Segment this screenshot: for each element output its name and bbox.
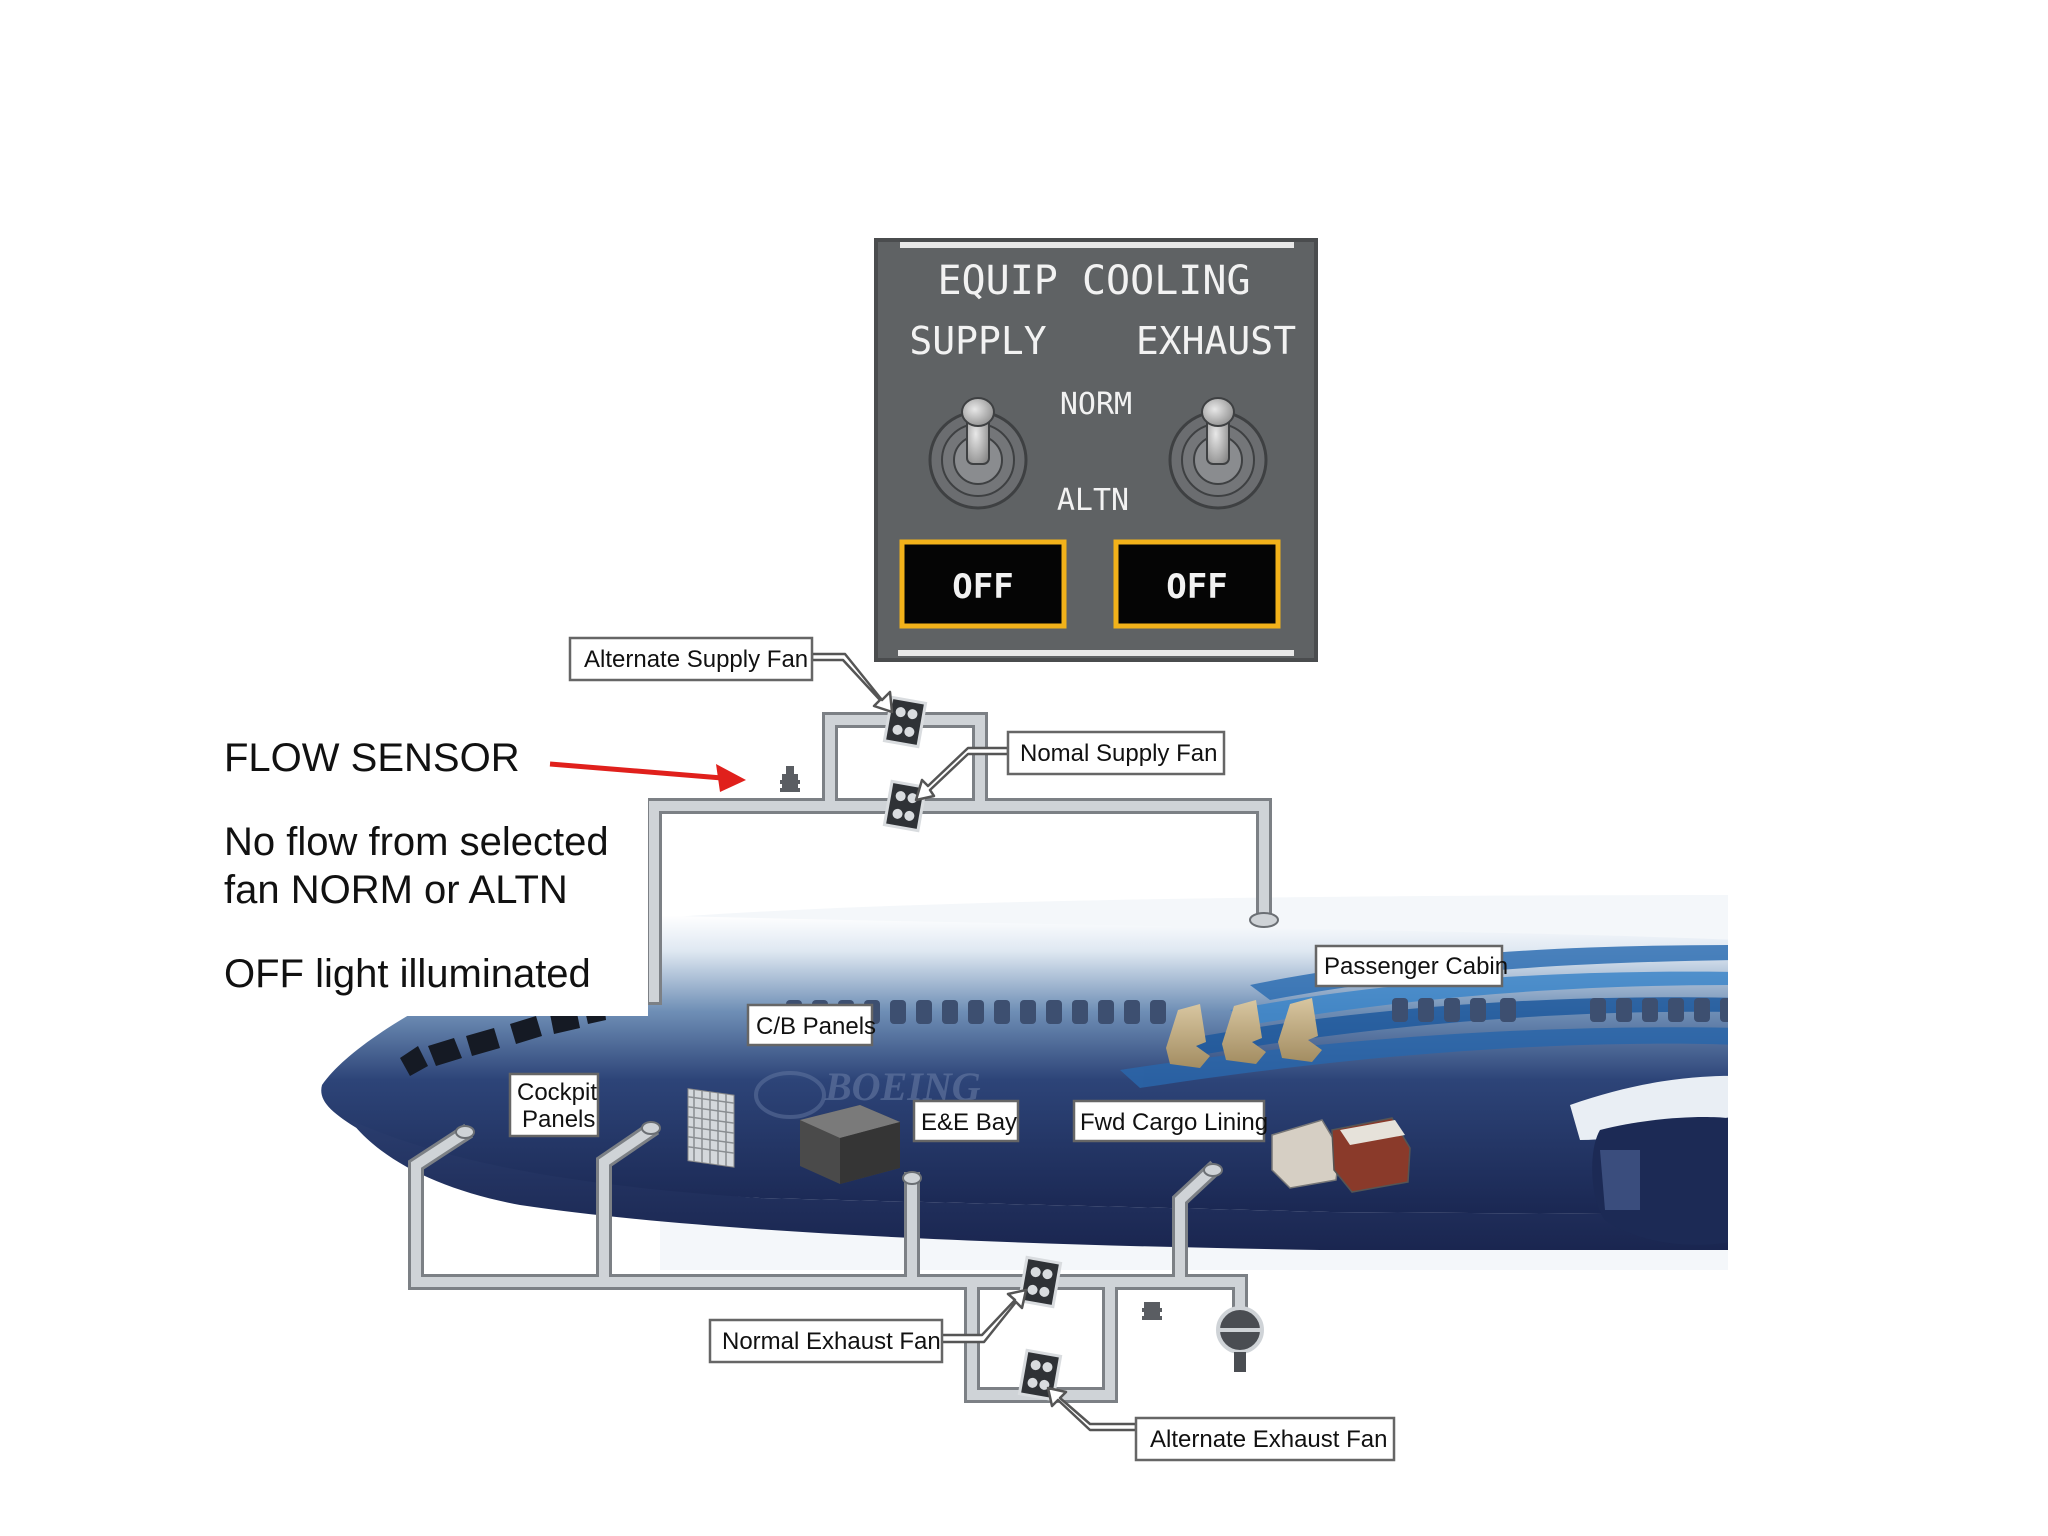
callout-normal-supply-fan: Nomal Supply Fan [1006,730,1226,776]
alternate-supply-fan-icon [882,695,928,749]
callout-cockpit-panels-line1: Cockpit [517,1079,597,1106]
flow-sensor-arrow [549,761,746,792]
normal-supply-fan-icon [882,779,928,833]
exhaust-flow-sensor-icon [1142,1302,1162,1320]
overboard-exhaust-valve-icon [1216,1306,1264,1372]
panel-norm-label: NORM [1060,387,1132,422]
exhaust-fan-switch[interactable] [1168,397,1268,510]
cb-panel-icon [687,1088,735,1168]
supply-off-light: OFF [899,539,1067,629]
callout-alternate-supply-fan: Alternate Supply Fan [568,636,814,682]
equip-cooling-panel: EQUIP COOLING SUPPLY EXHAUST NORM ALTN O… [874,238,1318,662]
callout-ee-bay-label: E&E Bay [921,1109,1017,1136]
flow-sensor-icon [780,766,800,792]
callout-fwd-cargo-lining-label: Fwd Cargo Lining [1080,1109,1268,1136]
callout-cockpit-panels: Cockpit Panels [508,1072,600,1138]
panel-title: EQUIP COOLING [937,258,1250,304]
callout-passenger-cabin: Passenger Cabin [1314,944,1508,988]
panel-supply-label: SUPPLY [909,319,1046,363]
annotation-line-3: OFF light illuminated [224,952,591,996]
annotation-line-1: No flow from selected [224,820,609,864]
supply-fan-switch[interactable] [928,397,1028,510]
supply-off-light-label: OFF [952,567,1013,607]
cabin-windows [786,998,1728,1024]
callout-cb-panels: C/B Panels [746,1003,876,1047]
passenger-seats [1166,998,1322,1068]
engine [1592,1117,1728,1245]
panel-altn-label: ALTN [1057,483,1129,518]
aircraft-fuselage: BOEING [321,895,1728,1270]
panel-exhaust-label: EXHAUST [1136,319,1296,363]
callout-normal-exhaust-fan-label: Normal Exhaust Fan [722,1328,941,1355]
callout-alternate-exhaust-fan: Alternate Exhaust Fan [1134,1416,1396,1462]
ee-bay-box [800,1105,900,1184]
callout-normal-supply-fan-label: Nomal Supply Fan [1020,740,1217,767]
callout-passenger-cabin-label: Passenger Cabin [1324,953,1508,980]
ductwork [408,712,1279,1403]
callout-alternate-supply-fan-label: Alternate Supply Fan [584,646,808,673]
cargo-crates [1271,1117,1411,1193]
callout-alternate-exhaust-fan-label: Alternate Exhaust Fan [1150,1426,1387,1453]
flow-sensor-label: FLOW SENSOR [224,736,520,780]
callout-cb-panels-label: C/B Panels [756,1013,876,1040]
callout-fwd-cargo-lining: Fwd Cargo Lining [1072,1099,1268,1143]
annotation-background [208,700,648,1016]
callout-normal-exhaust-fan: Normal Exhaust Fan [708,1318,944,1364]
callout-cockpit-panels-line2: Panels [522,1106,595,1133]
annotation-line-2: fan NORM or ALTN [224,868,568,912]
callout-ee-bay: E&E Bay [912,1099,1020,1143]
exhaust-off-light-label: OFF [1166,567,1227,607]
callout-leaders [810,652,1138,1432]
exhaust-off-light: OFF [1113,539,1281,629]
normal-exhaust-fan-icon [1017,1255,1063,1309]
